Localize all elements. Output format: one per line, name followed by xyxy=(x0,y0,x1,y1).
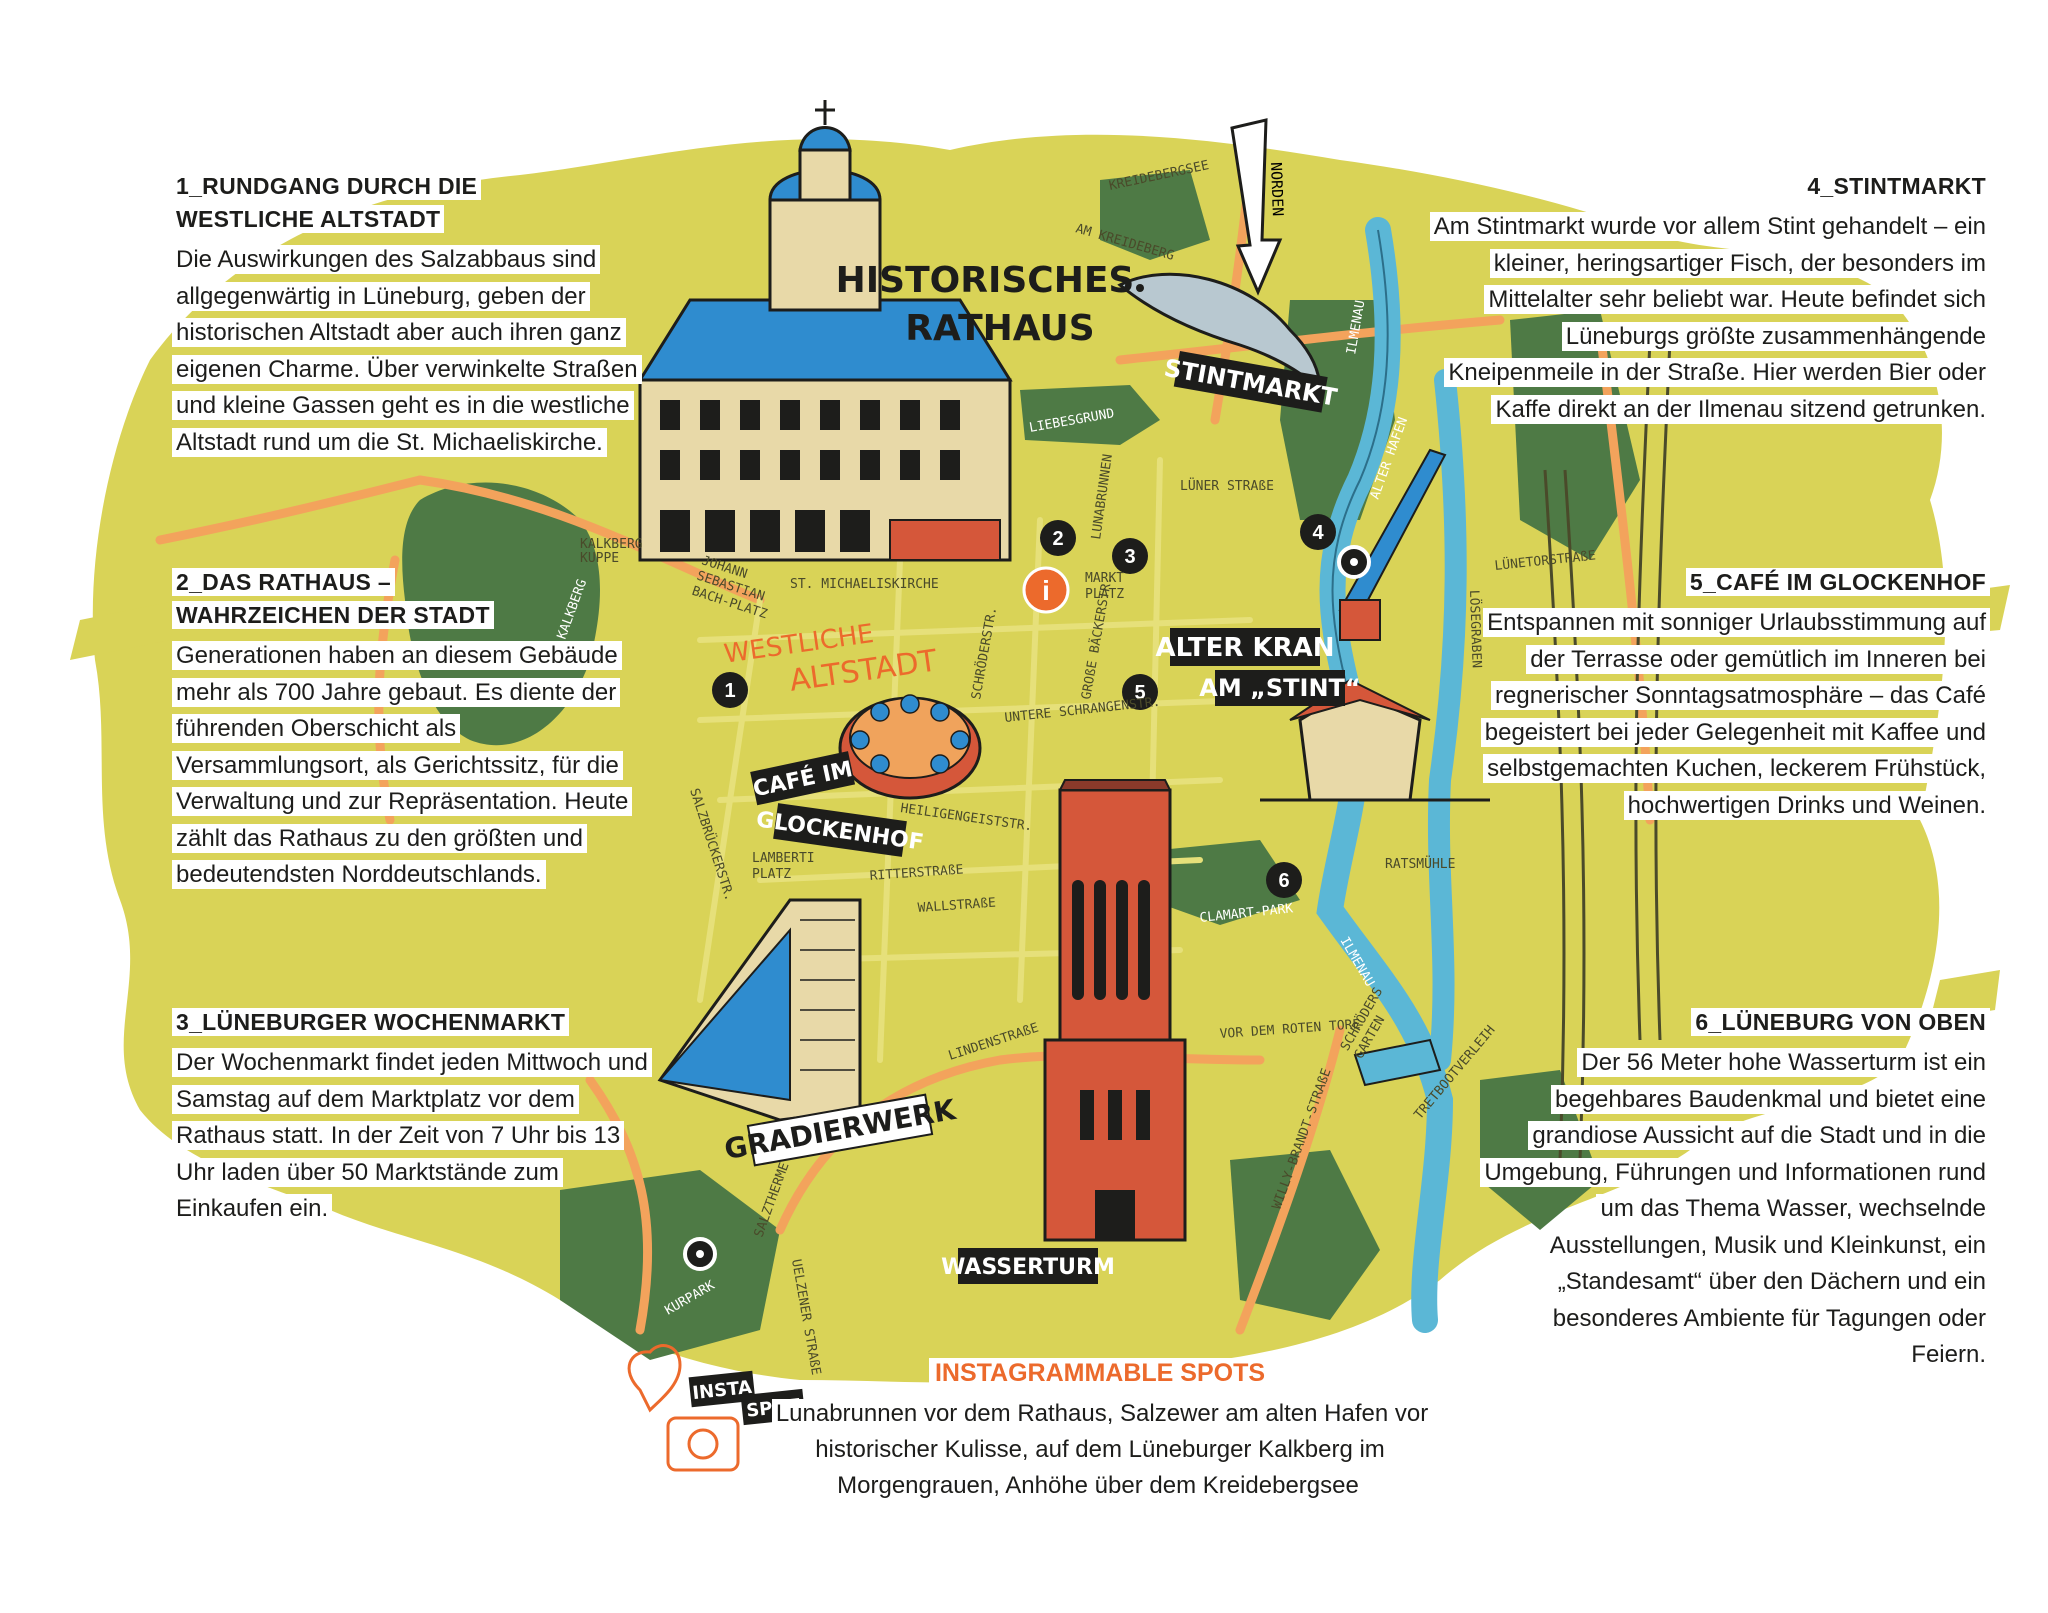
alter-kran-label-line1: ALTER KRAN xyxy=(1155,633,1334,663)
info-symbol: i xyxy=(1042,575,1050,606)
svg-text:2: 2 xyxy=(1052,528,1063,550)
markt-platz-label-line1: MARKT xyxy=(1085,571,1124,586)
markt-platz-label-line2: PLATZ xyxy=(1085,587,1124,602)
marker-1: 1 xyxy=(712,672,748,708)
svg-text:5: 5 xyxy=(1134,682,1145,704)
section-title: 5_CAFÉ IM GLOCKENHOF xyxy=(1470,566,1990,599)
ritterstrasse-label: RITTERSTRAßE xyxy=(869,862,964,884)
alter-kran-label-line2: AM „STINT“ xyxy=(1199,674,1360,702)
ratsmuehle-label: RATSMÜHLE xyxy=(1385,855,1455,872)
section-stintmarkt: 4_STINTMARKT Am Stintmarkt wurde vor all… xyxy=(1420,170,1990,428)
section-text: Der Wochenmarkt findet jeden Mittwoch un… xyxy=(172,1045,652,1228)
section-text: Der 56 Meter hohe Wasserturm ist ein beg… xyxy=(1470,1045,1990,1374)
rathaus-illustration xyxy=(637,100,1013,562)
marker-5: 5 xyxy=(1122,674,1158,710)
lüner-strasse-label: LÜNER STRAßE xyxy=(1180,477,1274,494)
section-title: 6_LÜNEBURG VON OBEN xyxy=(1470,1006,1990,1039)
section-text: Die Auswirkungen des Salzabbaus sind all… xyxy=(172,242,672,461)
rathaus-label-line2: RATHAUS xyxy=(905,308,1094,349)
cafe-cake-illustration xyxy=(838,694,982,800)
section-title: 2_DAS RATHAUS –WAHRZEICHEN DER STADT xyxy=(172,566,642,632)
kreideberg-park xyxy=(1100,170,1210,260)
instagrammable-spots: INSTAGRAMMABLE SPOTS Lunabrunnen vor dem… xyxy=(760,1356,1440,1504)
wasserturm-label: WASSERTURM xyxy=(941,1255,1115,1280)
kalkberg-kuppe-label-line1: KALKBERG xyxy=(580,537,643,552)
norden-label: NORDEN xyxy=(1267,162,1287,217)
section-lueneburg-von-oben: 6_LÜNEBURG VON OBEN Der 56 Meter hohe Wa… xyxy=(1470,1006,1990,1374)
liebesgrund-park xyxy=(1020,385,1160,445)
svg-text:3: 3 xyxy=(1124,546,1135,568)
section-title: 4_STINTMARKT xyxy=(1420,170,1990,203)
st-michaeliskirche-label: ST. MICHAELISKIRCHE xyxy=(790,577,939,592)
info-marker: i xyxy=(1022,566,1070,614)
kurpark xyxy=(560,1170,780,1360)
rathaus-label-line1: HISTORISCHES xyxy=(836,260,1135,301)
insta-text: Lunabrunnen vor dem Rathaus, Salzewer am… xyxy=(760,1396,1440,1504)
section-text: Generationen haben an diesem Gebäude meh… xyxy=(172,638,642,894)
north-arrow: NORDEN xyxy=(1230,118,1287,296)
section-text: Am Stintmarkt wurde vor allem Stint geha… xyxy=(1420,209,1990,428)
section-text: Entspannen mit sonniger Urlaubsstimmung … xyxy=(1470,605,1990,824)
section-title: 3_LÜNEBURGER WOCHENMARKT xyxy=(172,1006,652,1039)
lamberti-platz-label-line1: LAMBERTI xyxy=(752,851,815,866)
wallstrasse-label: WALLSTRAßE xyxy=(917,896,996,916)
insta-title: INSTAGRAMMABLE SPOTS xyxy=(760,1356,1440,1390)
marker-2: 2 xyxy=(1040,520,1076,556)
lösegraben-label: LÖSEGRABEN xyxy=(1466,590,1486,669)
section-rathaus: 2_DAS RATHAUS –WAHRZEICHEN DER STADT Gen… xyxy=(172,566,642,894)
insta-spot-pins xyxy=(683,545,1371,1271)
marker-3: 3 xyxy=(1112,538,1148,574)
south-green xyxy=(1230,1150,1380,1320)
marker-4: 4 xyxy=(1300,514,1336,550)
section-wochenmarkt: 3_LÜNEBURGER WOCHENMARKT Der Wochenmarkt… xyxy=(172,1006,652,1228)
kalkberg-kuppe-label-line2: KUPPE xyxy=(580,551,619,566)
numbered-markers: 1 2 3 4 5 6 xyxy=(712,514,1336,898)
lamberti-platz-label-line2: PLATZ xyxy=(752,867,791,882)
wasserturm-illustration xyxy=(1043,779,1187,1242)
section-cafe-glockenhof: 5_CAFÉ IM GLOCKENHOF Entspannen mit sonn… xyxy=(1470,566,1990,824)
svg-text:4: 4 xyxy=(1312,522,1324,544)
marker-6: 6 xyxy=(1266,862,1302,898)
gradierwerk-illustration xyxy=(657,898,862,1122)
svg-text:1: 1 xyxy=(724,680,735,702)
pedal-boat-illustration xyxy=(1353,1038,1442,1087)
svg-text:6: 6 xyxy=(1278,870,1289,892)
